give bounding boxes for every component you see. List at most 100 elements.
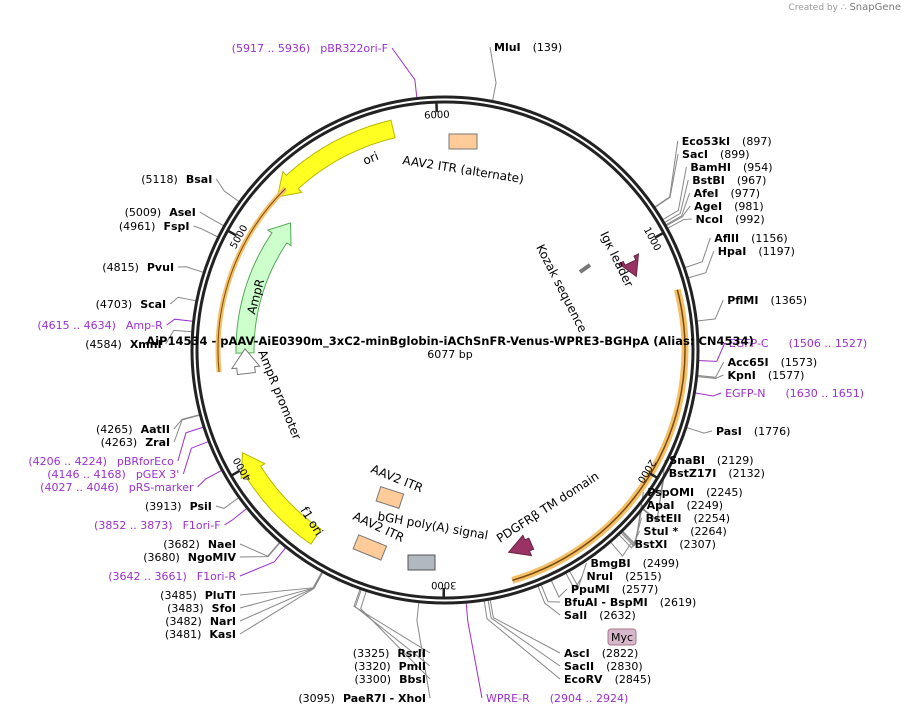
site-position: (139) [533, 41, 563, 54]
ori-label: ori [361, 149, 381, 168]
ampr-promoter-label: AmpR promoter [255, 348, 304, 442]
site-leader-acc65i [696, 361, 725, 378]
site-position: (4584) [85, 338, 122, 351]
site-name: EGFP-N [725, 387, 765, 400]
pdgfr-tm-arrow [507, 534, 535, 557]
site-leader-asei [199, 211, 225, 227]
site-leader-afei [664, 192, 691, 226]
site-pbrforeco: pBRforEco(4206 .. 4224) [28, 455, 174, 468]
site-leader-bsteii [620, 517, 643, 547]
site-position: (4146 .. 4168) [47, 468, 126, 481]
aav2-itr-left-box [352, 534, 388, 561]
myc-tag-label: Myc [611, 631, 633, 644]
site-name: BfuAI - BspMI [564, 596, 648, 609]
site-f1ori-f: F1ori-F (3852 .. 3873) [94, 519, 221, 532]
site-name: NruI [587, 570, 614, 583]
site-name: RsrII [397, 647, 426, 660]
site-bmgbi: BmgBI (2499) [590, 557, 679, 570]
site-name: EGFP-C [729, 337, 769, 350]
site-leader-egfp-c [697, 342, 726, 362]
igk-leader-arrow [617, 253, 640, 278]
site-name: SalI [564, 609, 587, 622]
site-position: (2822) [602, 647, 639, 660]
site-leader-ngomiv [239, 541, 281, 558]
f1-ori-arrow [240, 451, 322, 545]
tick-2000 [648, 471, 659, 480]
site-name: KasI [209, 628, 236, 641]
site-eco53ki: Eco53kI(897) [682, 135, 772, 148]
site-bstbi: BstBI(967) [692, 174, 766, 187]
site-name: F1ori-F [183, 519, 221, 532]
tick-4000 [230, 469, 241, 477]
center-title: AiP14534 - pAAV-AiE0390m_3xC2-minBglobin… [146, 334, 754, 361]
site-position: (2515) [625, 570, 662, 583]
tick-1000 [654, 231, 665, 239]
site-position: (977) [730, 187, 760, 200]
site-agei: AgeI(981) [694, 200, 764, 213]
site-bfuai-bspmi: BfuAI - BspMI(2619) [564, 596, 696, 609]
site-position: (967) [737, 174, 767, 187]
site-name: HpaI [718, 245, 747, 258]
backbone-outer-ring [190, 95, 700, 605]
site-position: (2254) [693, 512, 730, 525]
site-leader-hpai [687, 250, 715, 279]
myc-tag-box [607, 628, 637, 646]
site-position: (1577) [768, 369, 805, 382]
site-position: (2132) [728, 467, 765, 480]
site-position: (4703) [96, 298, 133, 311]
site-aflii: AflII(1156) [714, 232, 787, 245]
site-leader-kpni [696, 374, 724, 379]
amp-r-arrow [235, 222, 292, 354]
site-name: SacII [564, 660, 594, 673]
site-pvui: PvuI(4815) [102, 261, 174, 274]
site-name: BmgBI [590, 557, 630, 570]
site-name: PaeR7I - XhoI [343, 692, 426, 705]
site-position: (5917 .. 5936) [232, 42, 311, 55]
site-leader-ncoi [666, 218, 692, 230]
site-apai: ApaI(2249) [647, 499, 723, 512]
site-bamhi: BamHI(954) [690, 161, 772, 174]
aav2-itr-alternate-box [448, 133, 478, 150]
site-position: (2307) [679, 538, 716, 551]
site-position: (3481) [165, 628, 202, 641]
site-position: (2245) [706, 486, 743, 499]
site-position: (3325) [353, 647, 390, 660]
site-leader-pluti [239, 570, 323, 596]
site-leader-sfoi [239, 571, 324, 609]
plasmid-size: 6077 bp [427, 348, 472, 361]
site-name: StuI * [644, 525, 679, 538]
site-position: (2904 .. 2924) [550, 692, 629, 705]
site-leader-bstbi [663, 179, 689, 224]
site-name: pBR322ori-F [320, 42, 388, 55]
site-leader-pgex-3 [182, 440, 210, 475]
site-name: SfoI [212, 602, 236, 615]
site-position: (1506 .. 1527) [789, 337, 868, 350]
site-name: AseI [169, 206, 196, 219]
site-position: (4265) [96, 423, 133, 436]
site-leader-agei [665, 205, 691, 227]
site-name: NaeI [208, 538, 236, 551]
site-sali: SalI(2632) [564, 609, 636, 622]
site-leader-rsrii [353, 588, 431, 654]
site-name: AfeI [694, 187, 719, 200]
site-position: (2264) [690, 525, 727, 538]
site-leader-bstxi [609, 541, 631, 557]
site-name: Acc65I [728, 356, 769, 369]
site-leader-pflmi [696, 299, 724, 322]
site-hpai: HpaI(1197) [718, 245, 795, 258]
site-position: (3852 .. 3873) [94, 519, 173, 532]
site-amp-r: Amp-R(4615 .. 4634) [37, 319, 163, 332]
site-name: NarI [210, 615, 236, 628]
site-leader-mlui [489, 46, 497, 102]
site-position: (5118) [141, 173, 178, 186]
site-name: NgoMIV [188, 551, 237, 564]
site-leader-aflii [684, 237, 711, 269]
site-position: (1156) [751, 232, 788, 245]
site-position: (2499) [643, 557, 680, 570]
site-position: (1365) [770, 294, 807, 307]
site-bstxi: BstXI(2307) [635, 538, 716, 551]
site-leader-psii [215, 496, 240, 509]
credit-prefix: Created by [788, 3, 838, 13]
aav2-itr-alternate-label: AAV2 ITR (alternate) [402, 153, 525, 186]
